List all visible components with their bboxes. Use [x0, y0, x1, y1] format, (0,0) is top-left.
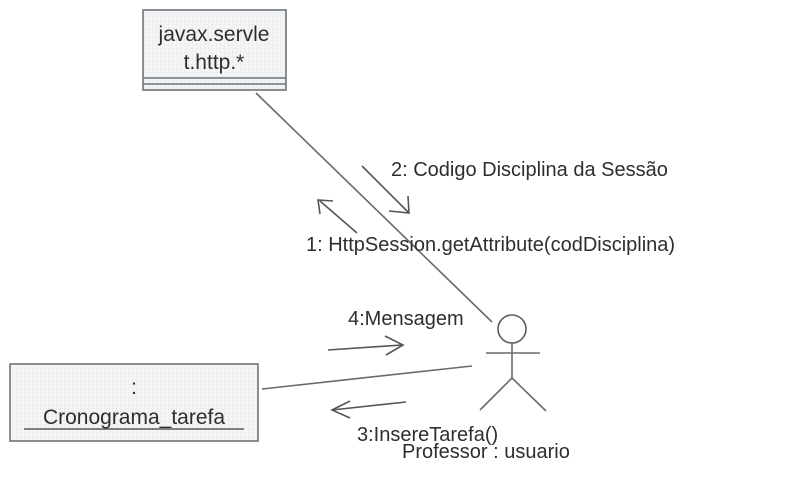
cronograma-name: Cronograma_tarefa	[43, 406, 225, 429]
message-4-arrow	[327, 335, 405, 356]
message-4-label: 4:Mensagem	[348, 308, 464, 330]
cronograma-colon: :	[131, 376, 137, 399]
actor-label: Professor : usuario	[402, 441, 570, 463]
message-3-label: 3:InsereTarefa()	[357, 424, 498, 446]
cronograma-object-box[interactable]: : Cronograma_tarefa	[9, 363, 259, 442]
message-2-label: 2: Codigo Disciplina da Sessão	[391, 159, 668, 181]
message-3-arrow	[330, 400, 407, 419]
package-object-box[interactable]: javax.servle t.http.*	[142, 9, 287, 91]
message-1-label: 1: HttpSession.getAttribute(codDisciplin…	[306, 234, 675, 256]
message-2-arrow	[361, 165, 410, 214]
message-1-arrow	[317, 199, 358, 234]
actor-left-leg	[479, 377, 513, 411]
actor-figure[interactable]	[479, 314, 547, 412]
package-name-line2: t.http.*	[184, 51, 245, 74]
link-cronograma-actor	[261, 365, 473, 390]
link-package-actor	[255, 92, 493, 323]
package-name-line1: javax.servle	[158, 23, 270, 46]
actor-right-leg	[511, 377, 547, 412]
actor-head	[497, 314, 527, 344]
